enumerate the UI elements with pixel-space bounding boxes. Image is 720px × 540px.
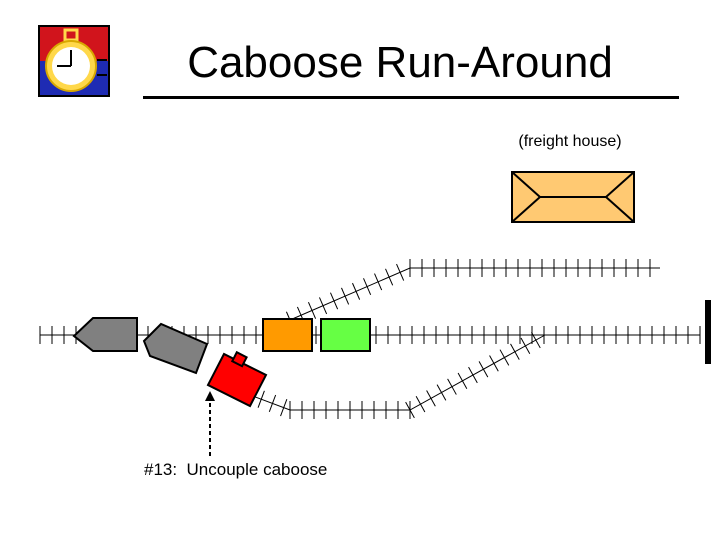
green-boxcar (320, 318, 371, 352)
track-tie (385, 268, 394, 286)
step-pointer-arrow (205, 391, 215, 456)
track-tie (352, 282, 361, 300)
orange-boxcar (262, 318, 313, 352)
track-tie (436, 384, 447, 401)
track-bumper (705, 300, 711, 364)
track-tie (426, 390, 436, 407)
track-tie (268, 394, 277, 413)
track-tie (257, 390, 265, 408)
track-tie (318, 297, 328, 315)
lower-siding-track (246, 331, 546, 419)
title-underline (143, 96, 679, 99)
track-tie (478, 361, 489, 378)
caboose (206, 350, 268, 408)
track-tie (520, 337, 531, 355)
track-tie (330, 292, 339, 310)
track-tie (531, 331, 541, 349)
track-tie (341, 287, 350, 305)
freight-house-label: (freight house) (518, 133, 622, 150)
stopwatch-icon (38, 25, 110, 97)
gray-car-left (72, 317, 138, 352)
track-tie (468, 366, 478, 384)
track-rail (289, 267, 660, 321)
track-tie (457, 372, 468, 389)
gray-car-tilted (142, 322, 209, 375)
track-tie (363, 278, 372, 296)
track-tie (280, 399, 288, 417)
track-tie (405, 401, 415, 419)
track-tie (307, 302, 317, 319)
track-tie (510, 343, 520, 360)
track-tie (396, 263, 405, 281)
page-title: Caboose Run-Around (187, 38, 613, 87)
track-tie (489, 355, 499, 372)
track-tie (447, 378, 457, 395)
step-label: #13: Uncouple caboose (144, 460, 328, 479)
upper-siding-track (285, 259, 660, 329)
freight-house (511, 171, 635, 223)
track-tie (374, 273, 383, 291)
track-tie (415, 396, 426, 413)
track-tie (499, 349, 510, 366)
